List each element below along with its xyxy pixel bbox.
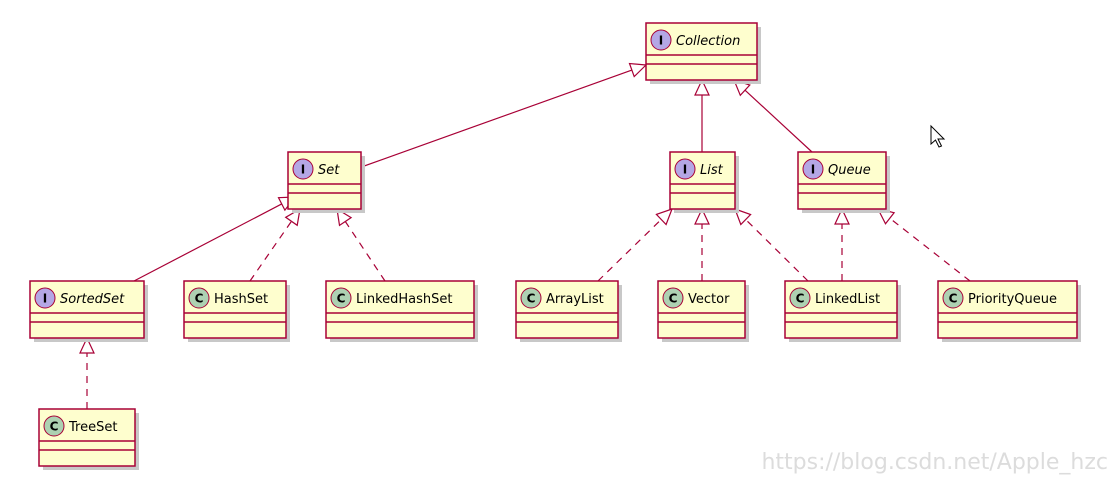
edge-linkedlist-to-queue [834,207,850,281]
interface-badge-icon: I [674,158,696,180]
inheritance-arrowhead [834,207,850,225]
node-box [937,280,1078,339]
badge-letter: I [811,163,815,177]
node-label: Set [318,163,340,178]
node-label: Queue [828,163,871,178]
badge-letter: C [949,292,958,306]
inheritance-arrowhead [694,78,710,96]
interface-badge-icon: I [802,158,824,180]
badge-letter: C [796,292,805,306]
node-label: HashSet [214,292,268,307]
edges-layer [79,62,971,409]
edge-queue-to-collection [732,79,813,153]
edge-line [249,220,292,282]
edge-line [344,221,386,282]
node-hashset: C HashSet [183,280,290,342]
node-vector: C Vector [657,280,749,342]
badge-letter: I [301,163,305,177]
class-badge-icon: C [520,287,542,309]
edge-line [352,69,633,171]
edge-priorityqueue-to-queue [876,208,971,282]
class-badge-icon: C [789,287,811,309]
badge-letter: I [659,34,663,48]
interface-badge-icon: I [34,287,56,309]
mouse-pointer-icon [930,124,946,148]
edge-sortedset-to-set [133,196,297,282]
badge-letter: C [527,292,536,306]
inheritance-arrowhead [628,62,648,78]
edge-linkedhashset-to-set [336,207,386,282]
inheritance-arrowhead [79,336,95,354]
edge-linkedlist-to-list [733,208,809,282]
node-box [325,280,475,339]
node-sortedset: I SortedSet [29,280,148,342]
class-badge-icon: C [942,287,964,309]
edge-treeset-to-sortedset [79,336,95,409]
edge-line [889,217,971,282]
badge-letter: C [195,292,204,306]
node-label: PriorityQueue [968,292,1057,307]
node-label: Collection [676,34,740,49]
edge-set-to-collection [352,62,648,171]
badge-letter: C [50,420,59,434]
inheritance-arrowhead [655,208,674,226]
badge-letter: C [337,292,346,306]
node-list: I List [669,151,739,213]
interface-badge-icon: I [292,158,314,180]
node-label: SortedSet [60,292,125,307]
inheritance-arrowhead [336,207,353,227]
node-box [38,408,136,467]
watermark-text: https://blog.csdn.net/Apple_hzc [761,450,1108,475]
class-badge-icon: C [330,287,352,309]
edge-arraylist-to-list [597,208,674,282]
node-set: I Set [287,151,365,213]
badge-letter: I [43,292,47,306]
edge-vector-to-list [694,207,710,281]
node-label: LinkedHashSet [356,292,453,307]
edge-hashset-to-set [249,207,301,282]
node-priorityqueue: C PriorityQueue [937,280,1081,342]
node-label: Vector [688,292,730,307]
badge-letter: I [683,163,687,177]
node-label: TreeSet [68,420,117,435]
edge-list-to-collection [694,78,710,152]
edge-line [133,203,282,282]
node-treeset: C TreeSet [38,408,139,470]
node-arraylist: C ArrayList [515,280,622,342]
edge-line [744,89,813,153]
interface-badge-icon: I [650,29,672,51]
edge-line [745,219,809,282]
node-queue: I Queue [797,151,890,213]
badge-letter: C [669,292,678,306]
class-badge-icon: C [662,287,684,309]
node-label: ArrayList [546,292,604,307]
inheritance-arrowhead [694,207,710,225]
node-label: List [700,163,724,178]
class-badge-icon: C [43,415,65,437]
node-label: LinkedList [815,292,880,307]
edge-line [597,219,662,282]
node-collection: I Collection [645,22,761,84]
node-linkedhashset: C LinkedHashSet [325,280,478,342]
inheritance-arrowhead [284,207,301,227]
node-linkedlist: C LinkedList [784,280,901,342]
class-badge-icon: C [188,287,210,309]
